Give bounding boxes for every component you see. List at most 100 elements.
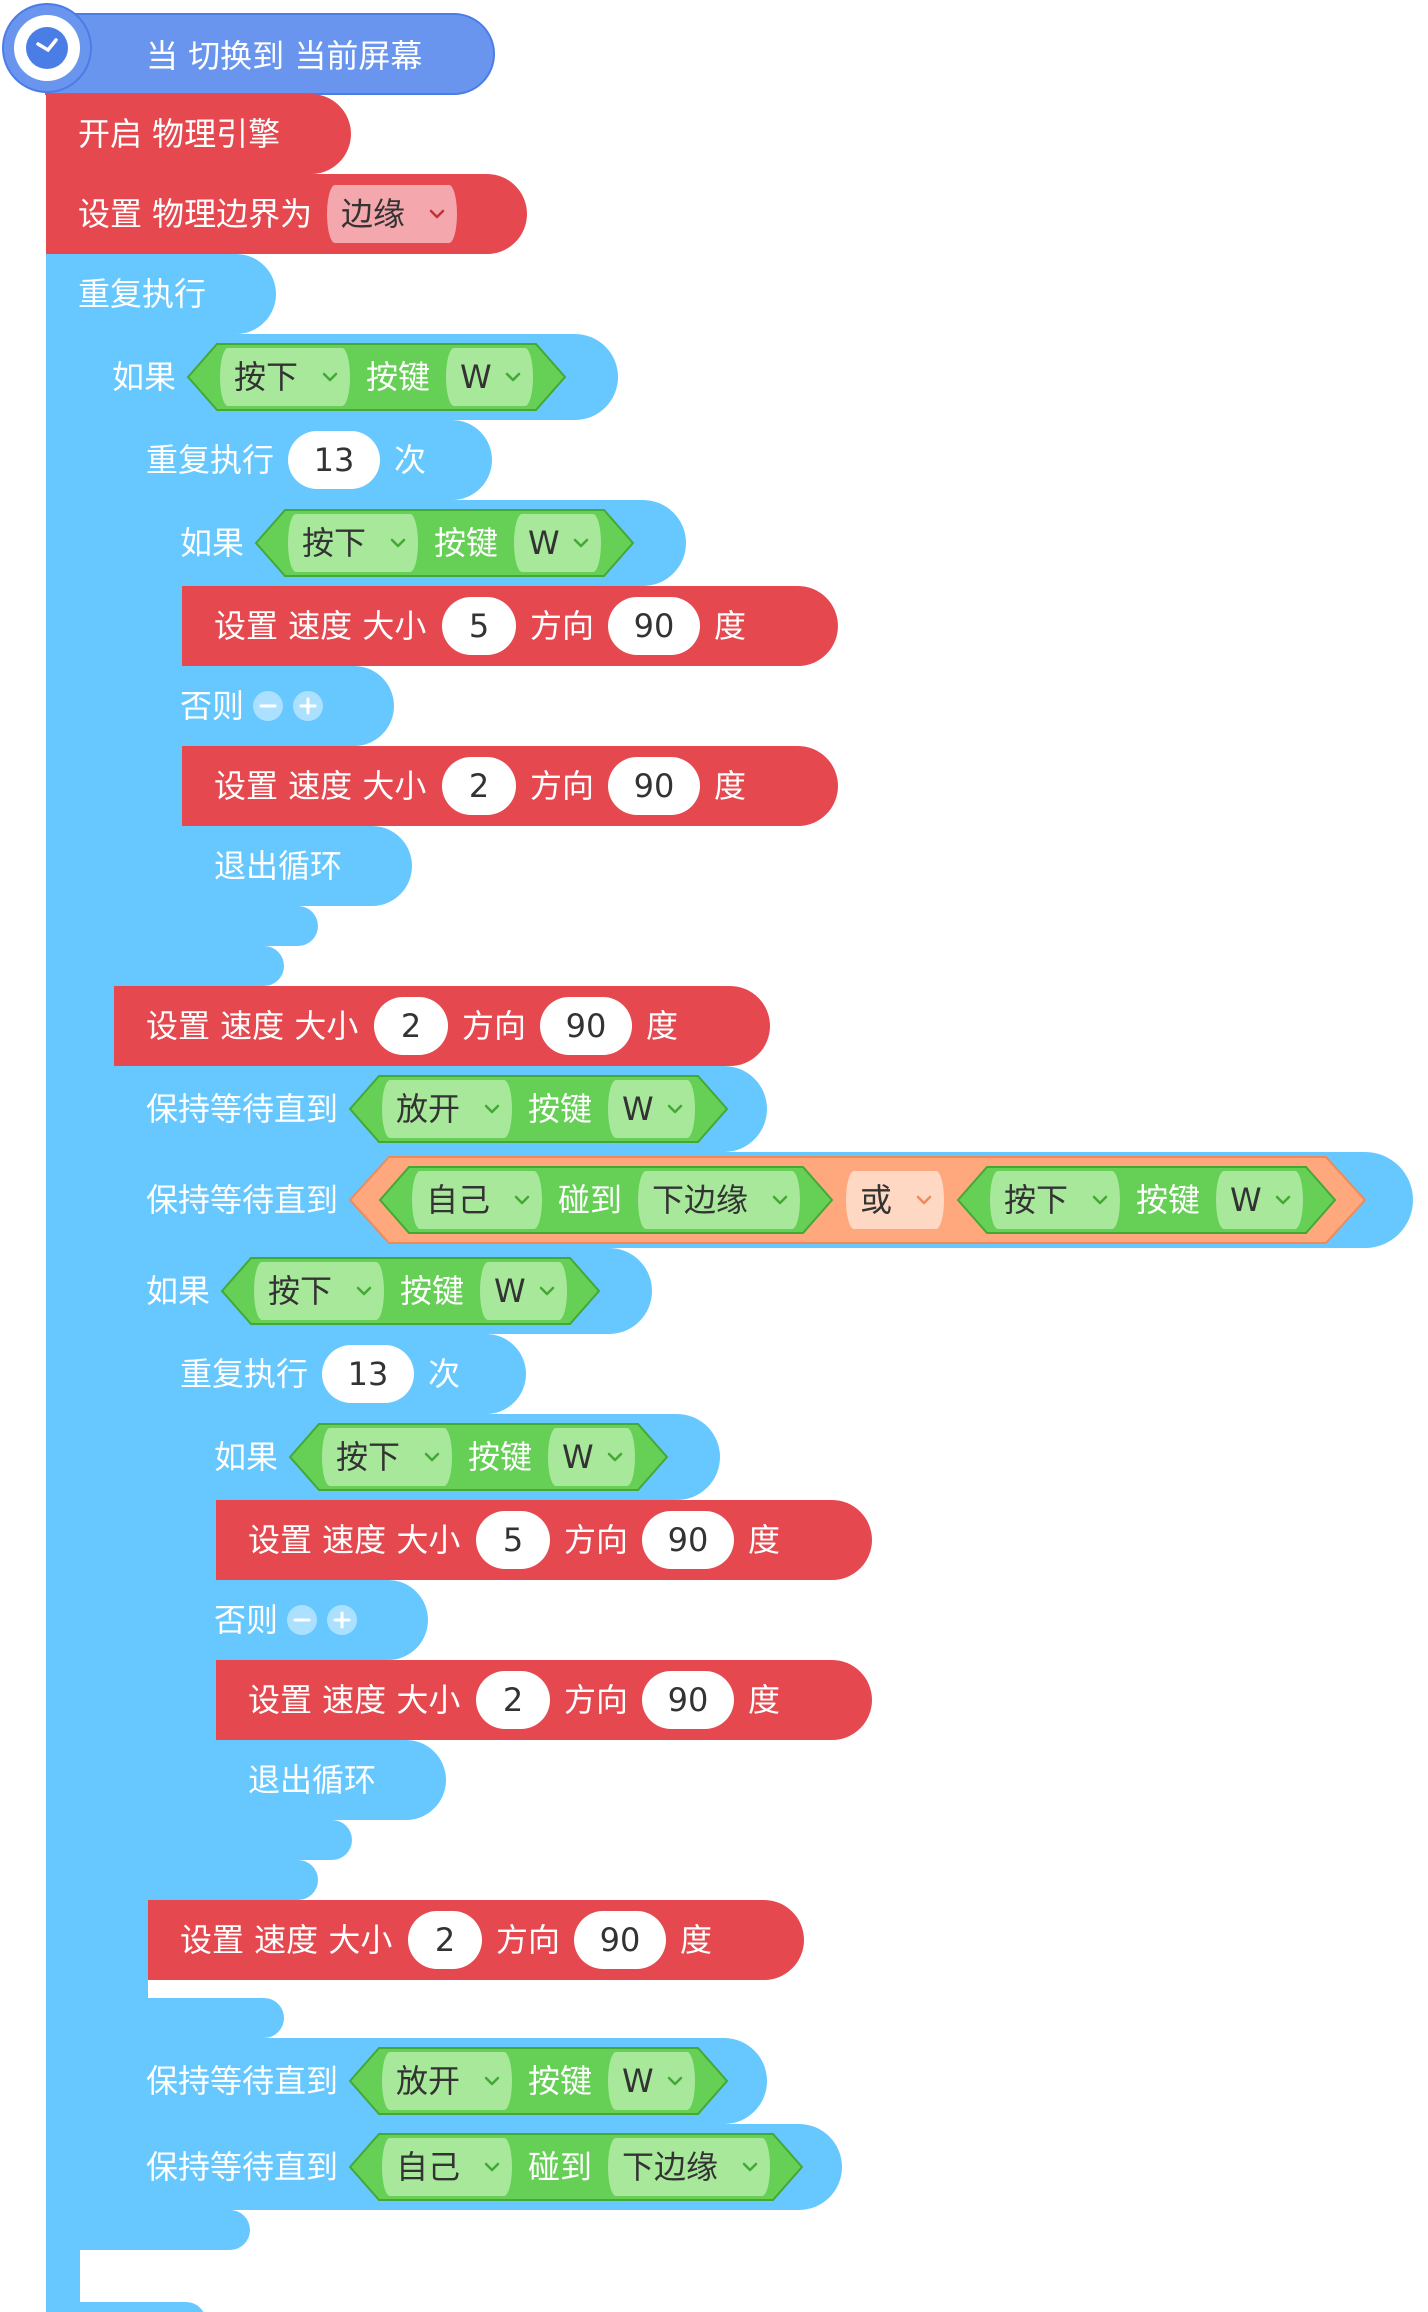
target-dropdown-label: 下边缘 (622, 2148, 718, 2186)
key-dropdown[interactable] (608, 2052, 695, 2110)
velocity-label: 设置 速度 大小 (214, 607, 426, 645)
wait-label: 保持等待直到 (146, 1181, 338, 1219)
break-block[interactable] (182, 826, 412, 906)
plus-icon (299, 697, 317, 715)
break-block[interactable] (216, 1740, 446, 1820)
target-dropdown[interactable] (608, 2138, 770, 2196)
angle-input[interactable] (608, 597, 700, 655)
repeat-suffix: 次 (394, 441, 426, 479)
repeat-footer[interactable] (114, 946, 284, 986)
if-label: 如果 (112, 358, 176, 396)
velocity-label: 设置 速度 大小 (214, 767, 426, 805)
speed-input[interactable] (374, 997, 448, 1055)
subject-dropdown[interactable] (412, 1171, 542, 1229)
key-action-dropdown-label: 按下 (1004, 1181, 1068, 1219)
speed-input[interactable] (442, 757, 516, 815)
subject-dropdown-label: 自己 (396, 2148, 460, 2186)
if-label: 如果 (146, 1272, 210, 1310)
velocity-label: 设置 速度 大小 (248, 1521, 460, 1559)
subject-dropdown[interactable] (382, 2138, 512, 2196)
angle-input[interactable] (642, 1671, 734, 1729)
key-dropdown-label: W (622, 2062, 654, 2100)
speed-input[interactable] (476, 1671, 550, 1729)
if-block (114, 1248, 148, 2038)
target-dropdown[interactable] (638, 1171, 800, 1229)
loop-footer[interactable] (46, 2302, 206, 2312)
angle-input-value: 90 (668, 1521, 709, 1559)
screen-check-icon (36, 38, 58, 53)
degree-label: 度 (646, 1007, 678, 1045)
angle-input-value: 90 (566, 1007, 607, 1045)
key-label: 按键 (434, 524, 498, 562)
speed-input[interactable] (476, 1511, 550, 1569)
repeat-count-input[interactable] (288, 431, 380, 489)
key-dropdown[interactable] (548, 1428, 635, 1486)
key-dropdown[interactable] (608, 1080, 695, 1138)
key-action-dropdown[interactable] (990, 1171, 1120, 1229)
degree-label: 度 (680, 1921, 712, 1959)
key-dropdown[interactable] (446, 348, 533, 406)
angle-input-value: 90 (634, 607, 675, 645)
repeat-suffix: 次 (428, 1355, 460, 1393)
angle-input[interactable] (608, 757, 700, 815)
key-label: 按键 (400, 1272, 464, 1310)
repeat-loop (114, 420, 148, 986)
plus-icon (333, 1611, 351, 1629)
angle-input-value: 90 (634, 767, 675, 805)
key-action-dropdown[interactable] (220, 348, 350, 406)
boundary-dropdown[interactable] (327, 185, 457, 243)
key-action-dropdown[interactable] (254, 1262, 384, 1320)
if-footer[interactable] (182, 1820, 352, 1860)
if-footer[interactable] (114, 1998, 284, 2038)
direction-label: 方向 (462, 1007, 526, 1045)
key-dropdown[interactable] (1216, 1171, 1303, 1229)
touch-label: 碰到 (528, 2148, 592, 2186)
repeat-footer[interactable] (148, 1860, 318, 1900)
else-label: 否则 (214, 1601, 278, 1639)
wait-label: 保持等待直到 (146, 2148, 338, 2186)
key-dropdown-label: W (528, 524, 560, 562)
if-footer[interactable] (148, 906, 318, 946)
wait-label: 保持等待直到 (146, 1090, 338, 1128)
key-label: 按键 (468, 1438, 532, 1476)
key-action-dropdown[interactable] (288, 514, 418, 572)
angle-input[interactable] (574, 1911, 666, 1969)
action-label: 开启 物理引擎 (78, 115, 280, 153)
speed-input-value: 2 (435, 1921, 455, 1959)
key-action-dropdown[interactable] (382, 1080, 512, 1138)
touch-label: 碰到 (558, 1181, 622, 1219)
chevron-down-icon (772, 1195, 788, 1205)
key-action-dropdown[interactable] (322, 1428, 452, 1486)
key-dropdown[interactable] (514, 514, 601, 572)
key-action-dropdown[interactable] (382, 2052, 512, 2110)
angle-input[interactable] (540, 997, 632, 1055)
chevron-down-icon (1275, 1195, 1291, 1205)
repeat-count-input[interactable] (322, 1345, 414, 1403)
key-action-dropdown-label: 按下 (302, 524, 366, 562)
operator-dropdown[interactable] (846, 1171, 944, 1229)
speed-input-value: 2 (503, 1681, 523, 1719)
action-label: 设置 物理边界为 (78, 195, 312, 233)
speed-input[interactable] (408, 1911, 482, 1969)
chevron-down-icon (1092, 1195, 1108, 1205)
chevron-down-icon (484, 1104, 500, 1114)
action-block[interactable] (46, 94, 351, 174)
key-dropdown[interactable] (480, 1262, 567, 1320)
key-dropdown-label: W (494, 1272, 526, 1310)
if-label: 如果 (180, 524, 244, 562)
degree-label: 度 (714, 767, 746, 805)
subject-dropdown-label: 自己 (426, 1181, 490, 1219)
plus-icon (117, 2267, 135, 2285)
if-footer[interactable] (80, 2210, 250, 2250)
operator-dropdown-label: 或 (860, 1181, 892, 1219)
break-label: 退出循环 (214, 847, 342, 885)
angle-input[interactable] (642, 1511, 734, 1569)
key-action-dropdown-label: 按下 (336, 1438, 400, 1476)
speed-input[interactable] (442, 597, 516, 655)
forever-loop-header[interactable] (46, 254, 276, 334)
event-label: 当 切换到 当前屏幕 (146, 37, 422, 75)
degree-label: 度 (748, 1681, 780, 1719)
chevron-down-icon (322, 372, 338, 382)
forever-loop (46, 254, 80, 2312)
